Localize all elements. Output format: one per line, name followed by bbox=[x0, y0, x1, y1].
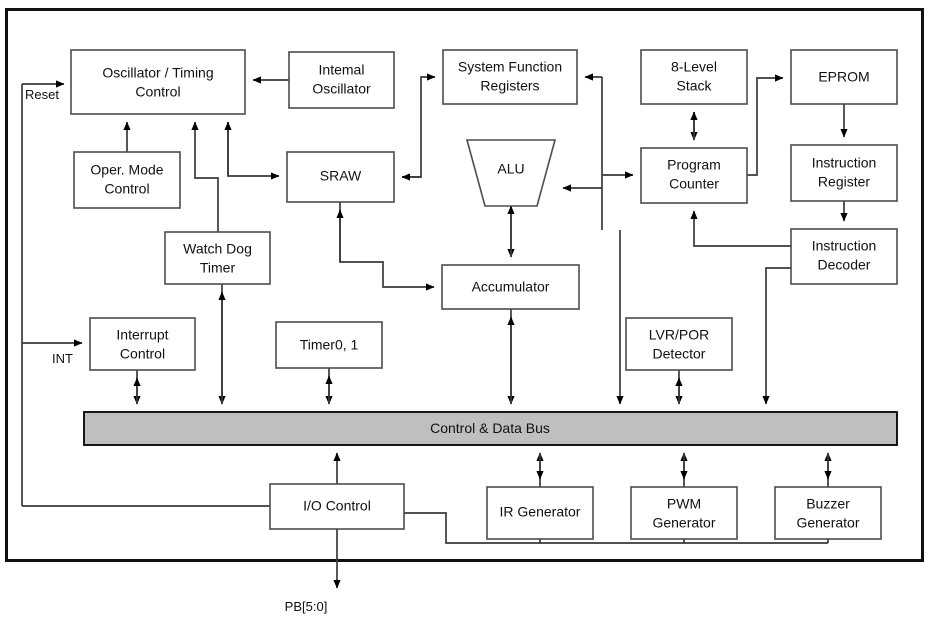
label-system-function-registers-line1: System Function bbox=[458, 59, 562, 75]
label-interrupt-control-line2: Control bbox=[120, 346, 165, 362]
label-oper-mode-control-line1: Oper. Mode bbox=[90, 162, 163, 178]
label-oscillator-timing-control-line2: Control bbox=[135, 84, 180, 100]
block-eprom[interactable]: EPROM bbox=[790, 49, 898, 105]
wire-accumulator-to-sraw-path bbox=[339, 202, 435, 291]
block-io-control[interactable]: I/O Control bbox=[269, 483, 405, 530]
block-ir-generator[interactable]: IR Generator bbox=[486, 486, 594, 540]
label-eprom: EPROM bbox=[818, 69, 869, 85]
block-control-data-bus[interactable]: Control & Data Bus bbox=[83, 411, 898, 446]
label-instruction-register-line2: Register bbox=[818, 174, 870, 190]
label-internal-oscillator-line1: Intemal bbox=[319, 62, 365, 78]
block-sraw[interactable]: SRAW bbox=[286, 151, 395, 203]
label-instruction-decoder-line2: Decoder bbox=[818, 257, 871, 273]
wire-layer bbox=[21, 73, 848, 589]
label-interrupt-control-line1: Interrupt bbox=[116, 327, 168, 343]
block-interrupt-control[interactable]: Interrupt Control bbox=[89, 317, 196, 371]
block-oper-mode-control[interactable]: Oper. Mode Control bbox=[73, 151, 181, 209]
wire-pc-to-eprom bbox=[747, 74, 784, 176]
label-watch-dog-timer-line2: Timer bbox=[200, 260, 236, 276]
block-layer: Oscillator / Timing Control Intemal Osci… bbox=[70, 49, 898, 540]
label-pwm-generator-line2: Generator bbox=[652, 515, 715, 531]
block-accumulator[interactable]: Accumulator bbox=[441, 264, 580, 310]
label-program-counter-line1: Program bbox=[667, 157, 721, 173]
wire-oscillator-to-sraw bbox=[227, 122, 280, 180]
label-program-counter-line2: Counter bbox=[669, 176, 719, 192]
label-reset-port: Reset bbox=[25, 87, 59, 102]
block-lvr-por-detector[interactable]: LVR/POR Detector bbox=[625, 317, 733, 371]
label-alu: ALU bbox=[497, 161, 524, 177]
label-io-control: I/O Control bbox=[303, 498, 371, 514]
label-watch-dog-timer-line1: Watch Dog bbox=[183, 241, 252, 257]
wire-decoder-to-bus bbox=[762, 267, 791, 405]
label-buzzer-generator-line1: Buzzer bbox=[806, 496, 850, 512]
label-instruction-decoder-line1: Instruction bbox=[812, 238, 877, 254]
block-pwm-generator[interactable]: PWM Generator bbox=[630, 486, 738, 540]
label-eight-level-stack-line2: Stack bbox=[676, 78, 712, 94]
label-accumulator: Accumulator bbox=[472, 279, 550, 295]
block-internal-oscillator[interactable]: Intemal Oscillator bbox=[288, 51, 395, 109]
label-sraw: SRAW bbox=[320, 168, 362, 184]
label-lvr-por-detector-line1: LVR/POR bbox=[649, 327, 709, 343]
block-system-function-registers[interactable]: System Function Registers bbox=[442, 49, 578, 105]
block-watch-dog-timer[interactable]: Watch Dog Timer bbox=[164, 231, 271, 285]
label-lvr-por-detector-line2: Detector bbox=[653, 346, 706, 362]
block-program-counter[interactable]: Program Counter bbox=[640, 147, 748, 204]
label-oscillator-timing-control-line1: Oscillator / Timing bbox=[102, 65, 213, 81]
port-label-layer: Reset INT PB[5:0] bbox=[25, 87, 327, 614]
wire-generators-to-io-control bbox=[404, 512, 828, 544]
label-buzzer-generator-line2: Generator bbox=[796, 515, 859, 531]
label-pwm-generator-line1: PWM bbox=[667, 496, 701, 512]
label-int-port: INT bbox=[52, 351, 73, 366]
label-control-data-bus: Control & Data Bus bbox=[430, 420, 550, 436]
wire-sfr-to-sraw-trunk bbox=[402, 73, 436, 178]
block-instruction-decoder[interactable]: Instruction Decoder bbox=[790, 228, 898, 285]
block-alu[interactable]: ALU bbox=[465, 139, 557, 207]
label-pb-port: PB[5:0] bbox=[285, 599, 328, 614]
block-oscillator-timing-control[interactable]: Oscillator / Timing Control bbox=[70, 49, 246, 115]
label-instruction-register-line1: Instruction bbox=[812, 155, 877, 171]
label-oper-mode-control-line2: Control bbox=[104, 181, 149, 197]
label-ir-generator: IR Generator bbox=[500, 504, 581, 520]
label-system-function-registers-line2: Registers bbox=[480, 78, 539, 94]
block-timer0-1[interactable]: Timer0, 1 bbox=[275, 321, 383, 369]
wire-wdt-to-oscillator bbox=[191, 121, 219, 232]
chip-boundary-frame bbox=[5, 8, 924, 562]
block-buzzer-generator[interactable]: Buzzer Generator bbox=[774, 486, 882, 540]
block-instruction-register[interactable]: Instruction Register bbox=[790, 144, 898, 202]
label-timer0-1: Timer0, 1 bbox=[300, 337, 359, 353]
label-internal-oscillator-line2: Oscillator bbox=[312, 81, 371, 97]
label-eight-level-stack-line1: 8-Level bbox=[671, 59, 717, 75]
block-eight-level-stack[interactable]: 8-Level Stack bbox=[640, 49, 748, 105]
wire-decoder-to-program-counter bbox=[690, 210, 791, 247]
